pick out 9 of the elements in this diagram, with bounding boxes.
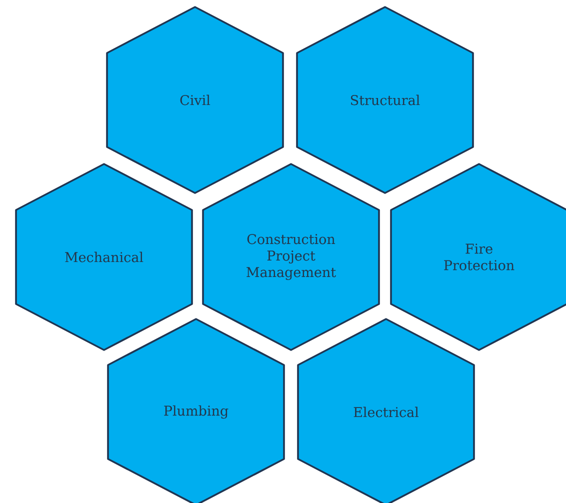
hexagon: Civil [106,6,284,194]
node-label: Plumbing [164,405,228,419]
hexagon: Structural [296,6,474,194]
hexagon: Mechanical [15,163,193,351]
hexagon: Fire Protection [390,163,566,351]
hexagon: Plumbing [107,318,285,503]
node-label: Electrical [354,406,419,418]
hexagon: Electrical [297,318,475,503]
hexagon: Construction Project Management [202,163,380,351]
